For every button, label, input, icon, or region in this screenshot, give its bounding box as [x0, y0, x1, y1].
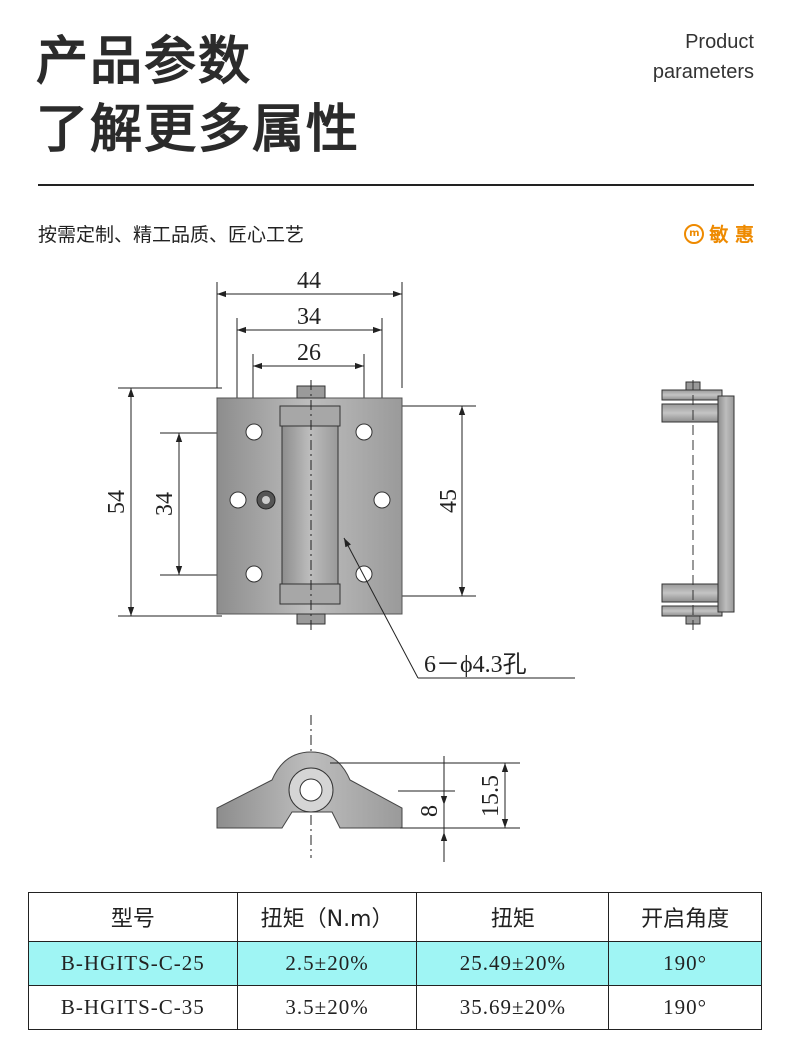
dim-width-44: 44 [297, 268, 321, 294]
table-row: B-HGITS-C-35 3.5±20% 35.69±20% 190° [28, 985, 762, 1030]
header-torque-nm: 扭矩（N.m） [236, 892, 418, 942]
cell-torque-nm: 3.5±20% [236, 985, 418, 1030]
brand-logo-icon: m [684, 223, 705, 244]
brand-name: 敏 惠 [709, 224, 754, 246]
cell-model: B-HGITS-C-35 [28, 985, 238, 1030]
cell-model: B-HGITS-C-25 [28, 941, 238, 986]
cell-torque-nm: 2.5±20% [236, 941, 418, 986]
dim-height-54: 54 [104, 490, 130, 514]
dim-height-45: 45 [436, 489, 462, 513]
page-title-line1: 产品参数 [36, 32, 253, 92]
header-torque: 扭矩 [416, 892, 610, 942]
cell-open-angle: 190° [608, 985, 762, 1030]
header-model: 型号 [28, 892, 238, 942]
table-row: B-HGITS-C-25 2.5±20% 25.49±20% 190° [28, 941, 762, 986]
cell-torque: 35.69±20% [416, 985, 610, 1030]
dim-profile-8: 8 [417, 805, 443, 817]
cell-open-angle: 190° [608, 941, 762, 986]
header-divider [38, 184, 754, 186]
profile-view [216, 715, 520, 862]
slogan-text: 按需定制、精工品质、匠心工艺 [38, 224, 305, 246]
dim-height-34: 34 [152, 492, 178, 516]
dim-profile-15-5: 15.5 [478, 775, 504, 817]
cell-torque: 25.49±20% [416, 941, 610, 986]
hinge-technical-drawing: 44 34 26 54 34 45 6－ϕ4.3孔 8 15.5 [104, 268, 735, 862]
english-title-line2: parameters [652, 61, 754, 83]
front-view [118, 282, 575, 679]
page-title-line2: 了解更多属性 [36, 100, 361, 160]
table-header-row: 型号 扭矩（N.m） 扭矩 开启角度 [28, 892, 762, 942]
dim-width-34: 34 [297, 304, 321, 330]
side-view [661, 380, 735, 632]
hole-note: 6－ϕ4.3孔 [424, 652, 527, 678]
header-open-angle: 开启角度 [608, 892, 762, 942]
spec-table: 型号 扭矩（N.m） 扭矩 开启角度 B-HGITS-C-25 2.5±20% … [28, 892, 762, 1030]
dim-width-26: 26 [297, 340, 321, 366]
brand-mark: m 敏 惠 [684, 220, 754, 247]
english-title-line1: Product [685, 31, 754, 53]
